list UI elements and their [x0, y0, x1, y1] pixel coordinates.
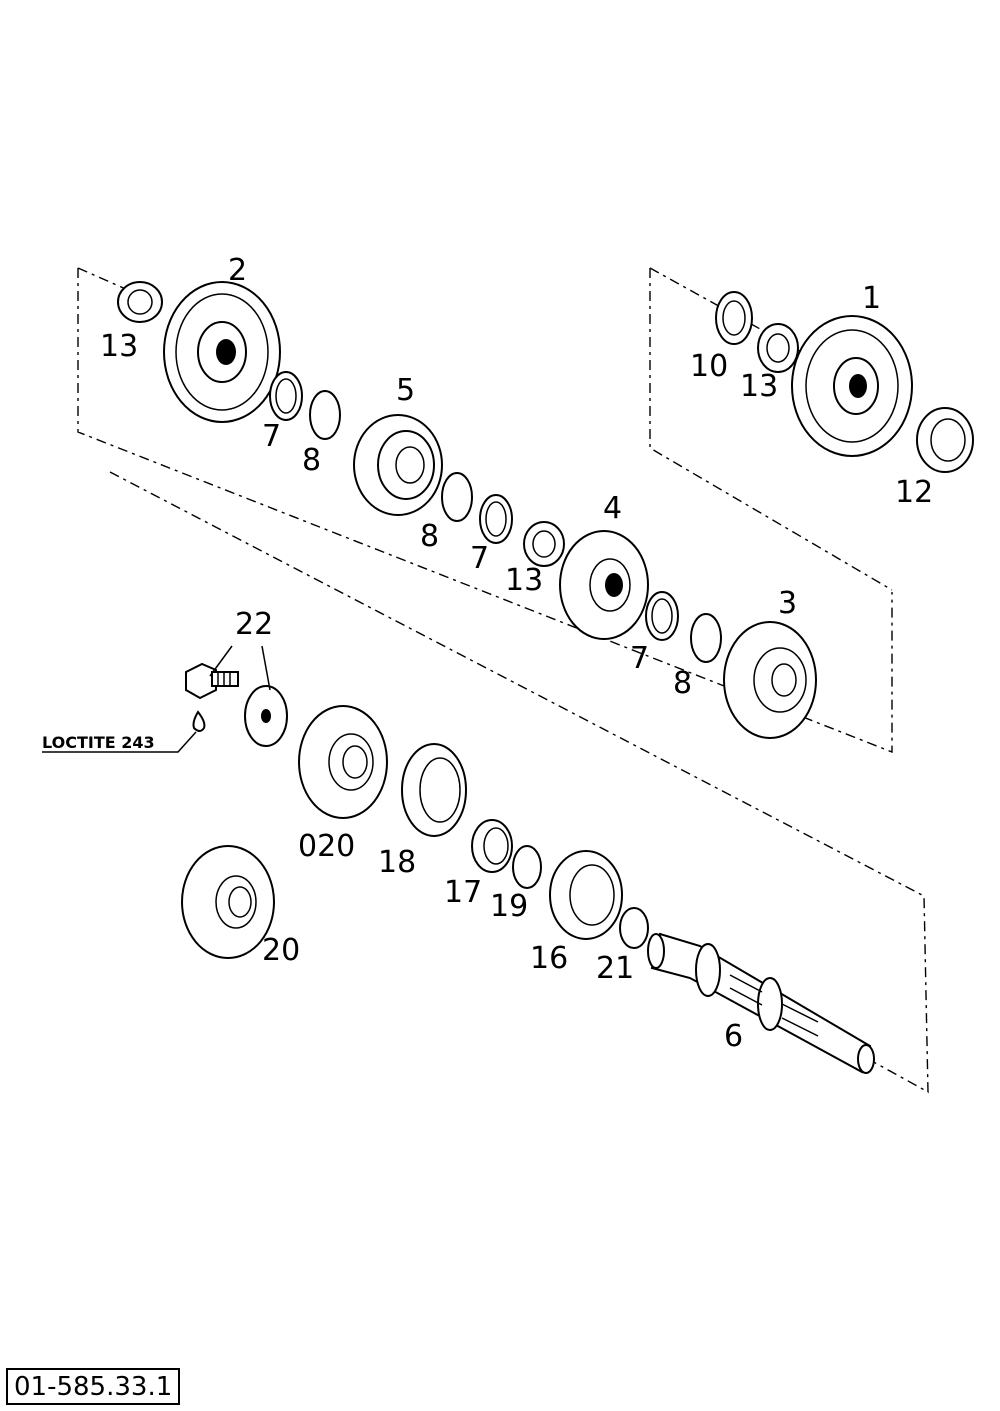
washer-10 — [715, 291, 753, 345]
part-label-7-a: 7 — [262, 419, 281, 454]
drawing-id: 01-585.33.1 — [6, 1368, 181, 1405]
sprocket-020 — [298, 705, 388, 819]
needle-bearing-13-right — [757, 323, 799, 373]
loctite-note: LOCTITE 243 — [42, 733, 155, 752]
part-label-5: 5 — [396, 373, 415, 408]
part-label-22: 22 — [235, 607, 273, 642]
o-ring-19 — [512, 845, 542, 889]
part-label-20: 20 — [262, 933, 300, 968]
thrust-washer-7-b — [479, 494, 513, 544]
part-label-7-b: 7 — [470, 541, 489, 576]
gear-3 — [723, 621, 817, 739]
spacer-17 — [471, 819, 513, 873]
circlip-8-c — [690, 613, 722, 663]
part-label-7-c: 7 — [630, 641, 649, 676]
part-label-020: 020 — [298, 829, 355, 864]
ball-bearing-16 — [549, 850, 623, 940]
part-label-6: 6 — [724, 1019, 743, 1054]
gear-2 — [163, 281, 281, 423]
callout-labels: 2 13 7 8 5 8 7 13 4 7 8 3 1 10 13 12 22 … — [42, 253, 933, 1054]
part-label-8-c: 8 — [673, 666, 692, 701]
main-shaft-6 — [647, 932, 875, 1074]
o-ring-21 — [619, 907, 649, 949]
part-label-13-left: 13 — [100, 329, 138, 364]
part-label-19: 19 — [490, 889, 528, 924]
part-label-12: 12 — [895, 475, 933, 510]
needle-bearing-13-mid — [523, 521, 565, 567]
part-label-17: 17 — [444, 875, 482, 910]
part-label-8-a: 8 — [302, 443, 321, 478]
thrust-washer-7-a — [269, 371, 303, 421]
ball-bearing-12 — [916, 407, 974, 473]
leader-lines — [42, 645, 271, 753]
sprocket-20 — [181, 845, 275, 959]
circlip-8-a — [309, 390, 341, 440]
part-label-10: 10 — [690, 349, 728, 384]
thrust-washer-7-c — [645, 591, 679, 641]
gear-4 — [559, 530, 649, 640]
part-label-18: 18 — [378, 845, 416, 880]
seal-18 — [401, 743, 467, 837]
part-label-1: 1 — [862, 281, 881, 316]
part-label-13-right: 13 — [740, 369, 778, 404]
needle-bearing-13-left — [117, 281, 163, 323]
part-label-21: 21 — [596, 951, 634, 986]
part-label-4: 4 — [603, 491, 622, 526]
part-label-3: 3 — [778, 586, 797, 621]
gear-5 — [353, 414, 443, 516]
gear-1 — [791, 315, 913, 457]
part-label-8-b: 8 — [420, 519, 439, 554]
washer-22 — [244, 685, 288, 747]
bolt-22 — [185, 662, 239, 700]
part-label-13-mid: 13 — [505, 563, 543, 598]
part-label-16: 16 — [530, 941, 568, 976]
loctite-drop-icon — [192, 710, 206, 732]
circlip-8-b — [441, 472, 473, 522]
part-label-2: 2 — [228, 253, 247, 288]
